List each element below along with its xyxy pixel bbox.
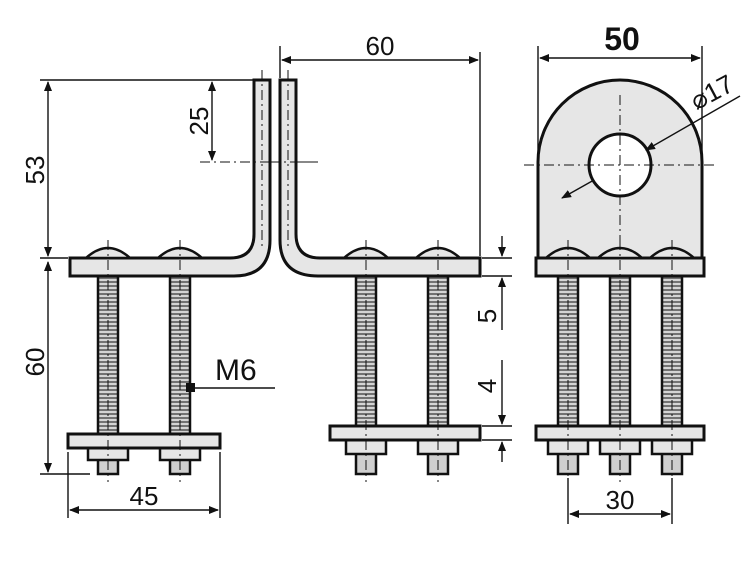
svg-text:60: 60 <box>366 31 395 61</box>
svg-text:25: 25 <box>184 107 214 136</box>
left-view: M6 <box>66 70 318 482</box>
middle-lower-plate <box>328 424 482 442</box>
thread-label: M6 <box>215 354 257 387</box>
svg-text:50: 50 <box>604 21 640 57</box>
svg-text:60: 60 <box>20 348 50 377</box>
svg-text:30: 30 <box>606 485 635 515</box>
svg-text:5: 5 <box>472 309 502 323</box>
dim-50: 50 <box>537 21 703 160</box>
middle-view <box>270 70 482 482</box>
left-bracket <box>68 78 272 278</box>
dim-60-top: 60 <box>279 31 481 256</box>
dim-45: 45 <box>67 452 221 518</box>
svg-text:4: 4 <box>472 379 502 393</box>
left-lower-plate <box>66 432 222 450</box>
svg-text:⌀17: ⌀17 <box>685 68 738 115</box>
dim-4: 4 <box>472 360 512 462</box>
svg-text:53: 53 <box>20 156 50 185</box>
dim-30: 30 <box>567 478 673 524</box>
dim-5: 5 <box>472 236 512 330</box>
svg-text:45: 45 <box>130 481 159 511</box>
dim-60-left: 60 <box>20 261 90 475</box>
dim-53: 53 <box>20 79 254 259</box>
dim-25: 25 <box>184 81 216 161</box>
right-view <box>524 78 716 482</box>
middle-bracket <box>278 78 482 278</box>
